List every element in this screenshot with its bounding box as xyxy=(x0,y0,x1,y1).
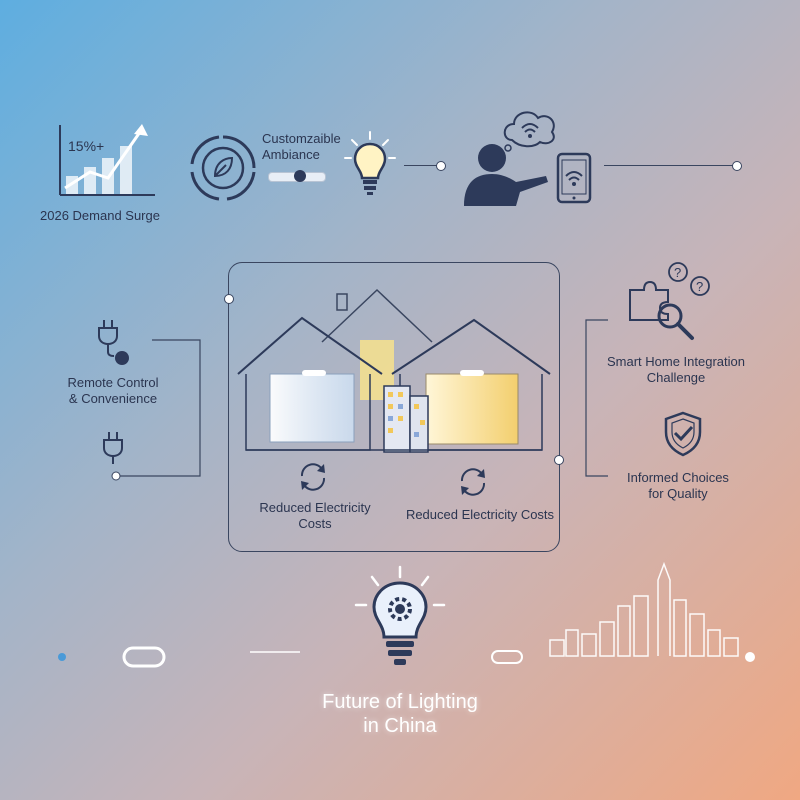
city-skyline-icon xyxy=(549,561,739,657)
svg-text:?: ? xyxy=(696,279,703,294)
recycle-icon xyxy=(300,463,326,491)
person-icon xyxy=(464,144,548,206)
connector-line xyxy=(404,165,440,166)
bracket-connector xyxy=(585,319,608,477)
house-icon xyxy=(237,288,551,453)
gear-bulb-icon xyxy=(354,565,446,665)
tablet-wifi-icon xyxy=(556,152,592,204)
plug-icon xyxy=(103,432,123,464)
chart-arrow-icon xyxy=(59,124,155,196)
bulb-icon xyxy=(344,131,396,195)
timeline-title: Future of Lighting in China xyxy=(322,691,478,737)
ambiance-slider[interactable] xyxy=(268,170,326,182)
recycle-icon xyxy=(460,468,486,496)
trend-caption: 2026 Demand Surge xyxy=(40,208,160,223)
trend-percent: 15%+ xyxy=(68,138,105,154)
bracket-connector xyxy=(111,339,201,481)
central-panel xyxy=(228,262,560,552)
plug-icon xyxy=(98,320,129,365)
shield-check-icon xyxy=(664,411,702,457)
connector-line xyxy=(604,165,734,166)
leaf-cycle-icon xyxy=(190,135,256,201)
connector-node xyxy=(224,294,234,304)
thought-wifi-icon xyxy=(503,111,555,152)
puzzle-search-icon: ? ? xyxy=(629,262,710,340)
connector-node xyxy=(554,455,564,465)
connector-node xyxy=(436,161,446,171)
connector-node xyxy=(732,161,742,171)
timeline xyxy=(58,646,755,668)
savings-left-label: Reduced Electricity Costs xyxy=(259,500,371,531)
savings-right-label: Reduced Electricity Costs xyxy=(405,507,555,522)
remote-label: Remote Control & Convenience xyxy=(67,375,159,406)
smart-home-label: Smart Home Integration Challenge xyxy=(606,354,745,385)
slider-thumb[interactable] xyxy=(293,170,306,182)
ambiance-label: Customzaible Ambiance xyxy=(262,131,341,162)
informed-label: Informed Choices for Quality xyxy=(627,470,729,501)
svg-text:?: ? xyxy=(674,265,681,280)
